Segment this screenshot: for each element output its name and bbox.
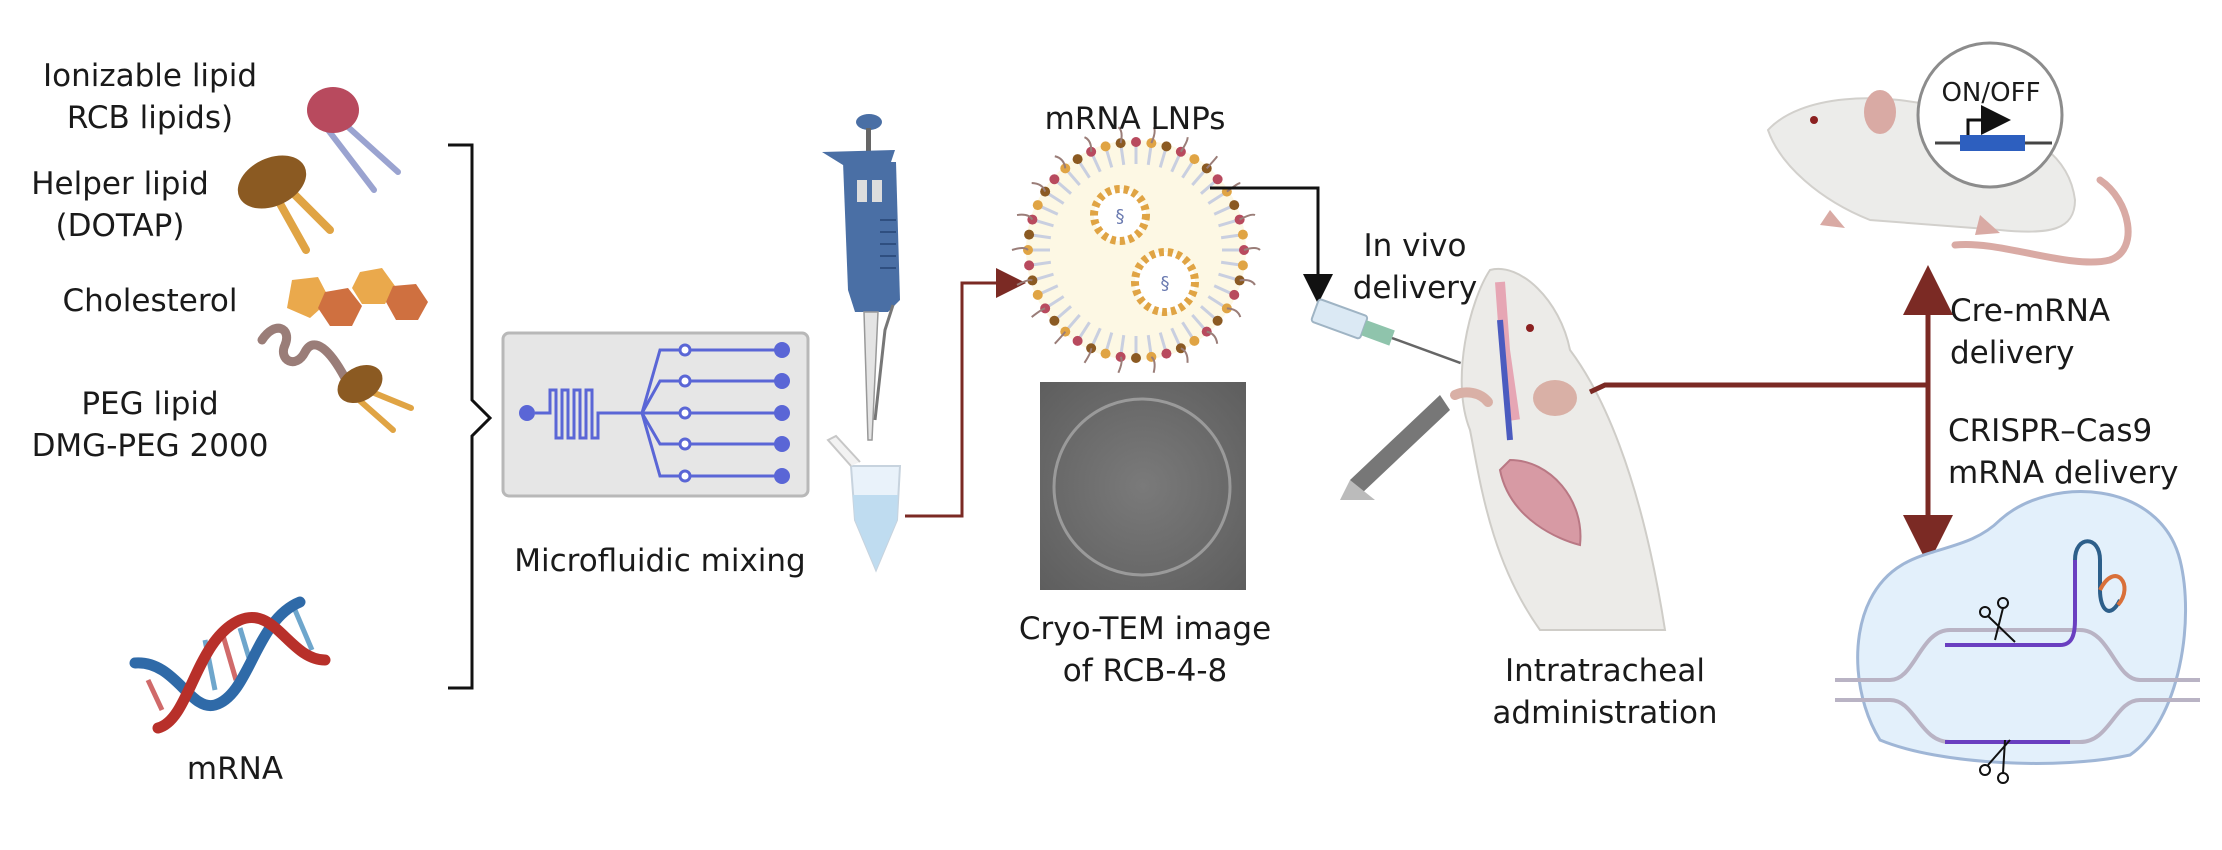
helper-lipid-icon bbox=[237, 155, 334, 254]
peg-chain bbox=[1180, 137, 1189, 153]
peg-chain bbox=[1239, 213, 1256, 221]
peg-chain bbox=[1117, 126, 1123, 144]
lipid-head bbox=[1024, 229, 1035, 240]
peg-chain bbox=[1083, 348, 1093, 364]
peg-chain bbox=[1150, 356, 1156, 373]
lipid-head bbox=[1131, 353, 1141, 363]
cryo-tem-line1: Cryo-TEM image bbox=[1018, 611, 1272, 647]
peg-chain bbox=[1054, 155, 1067, 169]
cryo-tem-label: Cryo-TEM image of RCB-4-8 bbox=[1005, 608, 1285, 692]
syringe-icon bbox=[1310, 298, 1462, 365]
lipid-head bbox=[1032, 200, 1043, 211]
lipid-head bbox=[1049, 315, 1060, 326]
administration-line1: Intratracheal bbox=[1505, 653, 1705, 689]
on-off-label: ON/OFF bbox=[1941, 78, 2041, 108]
peg-lipid-line1: PEG lipid bbox=[81, 386, 219, 422]
peg-chain bbox=[1084, 136, 1093, 152]
lipid-head bbox=[1072, 335, 1083, 346]
peg-chain bbox=[1226, 307, 1242, 318]
peg-lipid-icon bbox=[257, 323, 414, 433]
pipette-icon bbox=[822, 114, 900, 441]
cre-line1: Cre-mRNA bbox=[1950, 293, 2111, 329]
peg-chain bbox=[1243, 247, 1261, 251]
lipid-head bbox=[1229, 289, 1240, 300]
crispr-cas9-label: CRISPR–Cas9 mRNA delivery bbox=[1948, 410, 2178, 494]
peg-chain bbox=[1016, 213, 1034, 221]
peg-lipid-label: PEG lipid DMG-PEG 2000 bbox=[20, 383, 280, 467]
mrna-lnps-label: mRNA LNPs bbox=[1044, 101, 1226, 137]
tube-icon bbox=[826, 434, 902, 573]
peg-chain bbox=[1226, 181, 1241, 193]
lipid-head bbox=[1131, 137, 1141, 147]
svg-text:§: § bbox=[1116, 206, 1125, 227]
mrna-helix-icon bbox=[129, 596, 331, 734]
peg-chain bbox=[1054, 331, 1067, 345]
flow-arrow-to-lnp bbox=[905, 268, 1026, 518]
cre-line2: delivery bbox=[1950, 335, 2075, 371]
peg-chain bbox=[1011, 247, 1029, 251]
lipid-head bbox=[1189, 154, 1200, 165]
intratracheal-administration-label: Intratracheal administration bbox=[1460, 650, 1750, 734]
peg-chain bbox=[1016, 279, 1033, 286]
mouse-administration-icon bbox=[1340, 267, 1667, 631]
crispr-line1: CRISPR–Cas9 bbox=[1948, 413, 2153, 449]
microfluidic-chip-icon bbox=[501, 331, 810, 498]
lipid-head bbox=[1032, 289, 1043, 300]
lipid-head bbox=[1072, 154, 1083, 165]
peg-lipid-line2: DMG-PEG 2000 bbox=[31, 428, 269, 464]
lipid-head bbox=[1229, 200, 1240, 211]
lipid-head bbox=[1024, 260, 1035, 271]
lipid-head bbox=[1212, 174, 1223, 185]
lipid-head bbox=[1237, 260, 1248, 271]
ionizable-lipid-icon bbox=[307, 87, 401, 193]
cholesterol-label: Cholesterol bbox=[62, 283, 238, 319]
lipid-head bbox=[1161, 348, 1172, 359]
in-vivo-line2: delivery bbox=[1352, 270, 1478, 306]
svg-text:§: § bbox=[1161, 273, 1170, 294]
lnp-particle-icon: § § bbox=[1011, 126, 1261, 374]
peg-chain bbox=[1117, 356, 1123, 374]
lipid-head bbox=[1100, 141, 1111, 152]
lipid-head bbox=[1237, 229, 1248, 240]
peg-chain bbox=[1031, 307, 1046, 318]
grouping-bracket bbox=[448, 143, 493, 690]
cryo-tem-image bbox=[1040, 382, 1246, 590]
peg-chain bbox=[1180, 347, 1189, 363]
helper-lipid-line2: (DOTAP) bbox=[55, 208, 185, 244]
mrna-label: mRNA bbox=[186, 751, 284, 787]
cholesterol-icon bbox=[287, 268, 428, 326]
lipid-head bbox=[1161, 141, 1172, 152]
administration-line2: administration bbox=[1492, 695, 1718, 731]
ionizable-lipid-line2: RCB lipids) bbox=[66, 100, 234, 136]
lipid-head bbox=[1212, 315, 1223, 326]
outcome-branch-arrows bbox=[1588, 265, 1953, 565]
helper-lipid-line1: Helper lipid bbox=[31, 166, 209, 202]
ionizable-lipid-line1: Ionizable lipid bbox=[42, 58, 258, 94]
crispr-line2: mRNA delivery bbox=[1948, 455, 2179, 491]
peg-chain bbox=[1031, 181, 1047, 192]
peg-chain bbox=[1206, 330, 1219, 344]
in-vivo-line1: In vivo bbox=[1363, 228, 1467, 264]
peg-chain bbox=[1150, 126, 1156, 144]
in-vivo-arrow bbox=[1210, 186, 1333, 304]
on-off-switch-inset bbox=[1916, 41, 2064, 189]
crispr-cas9-icon bbox=[1835, 490, 2200, 784]
ionizable-lipid-label: Ionizable lipid RCB lipids) bbox=[30, 55, 270, 139]
peg-chain bbox=[1239, 279, 1256, 286]
cryo-tem-line2: of RCB-4-8 bbox=[1062, 653, 1228, 689]
helper-lipid-label: Helper lipid (DOTAP) bbox=[20, 163, 220, 247]
lipid-head bbox=[1049, 174, 1060, 185]
cre-mrna-label: Cre-mRNA delivery bbox=[1950, 290, 2110, 374]
microfluidic-mixing-label: Microfluidic mixing bbox=[514, 543, 806, 579]
lipid-head bbox=[1189, 335, 1200, 346]
lipid-head bbox=[1100, 348, 1111, 359]
peg-chain bbox=[1205, 155, 1219, 170]
in-vivo-delivery-label: In vivo delivery bbox=[1340, 225, 1490, 309]
